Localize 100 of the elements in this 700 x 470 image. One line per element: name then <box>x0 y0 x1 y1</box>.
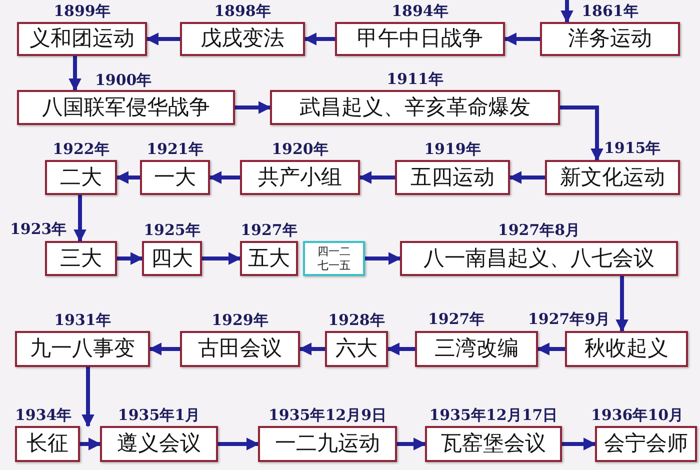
event-label: 九一八事变 <box>30 337 135 361</box>
year-label: 1935年12月17日 <box>429 408 558 423</box>
event-box <box>15 426 80 462</box>
event-label: 六大 <box>336 337 378 361</box>
arrow <box>560 0 574 24</box>
arrow <box>80 438 102 450</box>
event-box <box>45 241 117 276</box>
event-box <box>335 22 505 56</box>
event-box <box>142 241 202 276</box>
event-box <box>180 22 305 56</box>
event-label: 二大 <box>60 166 102 190</box>
event-box <box>545 160 680 195</box>
year-label: 1921年 <box>146 142 204 157</box>
event-box <box>17 90 235 125</box>
year-label: 1927年8月 <box>498 223 580 238</box>
event-label: 戊戌变法 <box>200 27 284 51</box>
arrow <box>235 101 272 114</box>
event-box <box>400 241 678 276</box>
event-box <box>395 160 510 195</box>
year-label: 1900年 <box>95 73 152 88</box>
event-box <box>240 241 298 276</box>
year-label: 1920年 <box>272 142 328 157</box>
arrow <box>304 32 335 46</box>
event-label: 一大 <box>154 166 196 190</box>
event-label: 一二九运动 <box>275 432 380 456</box>
arrow <box>616 276 628 332</box>
year-label: 1925年 <box>144 223 200 238</box>
year-label: 1922年 <box>52 142 110 157</box>
arrow <box>146 32 180 46</box>
arrow <box>397 438 426 450</box>
arrow <box>202 252 242 265</box>
year-label: 1927年9月 <box>528 312 610 327</box>
year-label: 1935年1月 <box>118 408 200 423</box>
event-box <box>425 426 562 462</box>
year-label: 1929年 <box>212 313 268 328</box>
date-box <box>303 241 365 276</box>
event-box <box>415 331 538 367</box>
event-box <box>565 331 688 367</box>
event-label: 五四运动 <box>410 166 494 190</box>
arrow <box>148 342 180 356</box>
event-label: 七一五 <box>318 258 350 272</box>
arrow <box>82 367 94 428</box>
year-label: 1936年10月 <box>591 408 684 423</box>
year-label: 1935年12月9日 <box>268 408 387 423</box>
arrow <box>358 171 395 184</box>
event-label: 义和团运动 <box>30 27 134 51</box>
event-label: 共产小组 <box>258 166 342 190</box>
arrow <box>504 32 540 46</box>
arrow <box>298 342 325 356</box>
year-label: 1899年 <box>54 4 110 19</box>
event-label: 三大 <box>60 246 102 270</box>
event-label: 古田会议 <box>198 337 282 361</box>
year-label: 1928年 <box>328 313 385 328</box>
arrow <box>68 56 82 92</box>
event-box <box>270 90 560 125</box>
event-box <box>100 426 218 462</box>
event-box <box>17 22 147 56</box>
event-box <box>240 160 360 195</box>
event-label: 三湾改编 <box>434 337 518 361</box>
arrow <box>208 171 240 184</box>
arrow <box>117 252 144 265</box>
year-label: 1927年 <box>240 223 298 238</box>
event-label: 八一南昌起义、八七会议 <box>424 246 654 270</box>
arrow <box>218 438 260 450</box>
event-box <box>15 331 150 367</box>
event-label: 新文化运动 <box>560 166 665 190</box>
event-box <box>325 331 388 367</box>
year-label: 1915年 <box>604 141 661 156</box>
arrow <box>562 438 596 450</box>
year-label: 1934年 <box>15 408 72 423</box>
event-label: 长征 <box>26 432 68 456</box>
event-box <box>258 426 397 462</box>
event-box <box>140 160 210 195</box>
event-label: 五大 <box>248 246 290 270</box>
arrow <box>74 195 86 242</box>
year-label: 1923年 <box>10 222 67 237</box>
year-label: 1898年 <box>214 4 271 19</box>
arrow <box>508 171 545 184</box>
arrow <box>386 342 415 356</box>
arrow <box>365 252 402 265</box>
event-label: 秋收起义 <box>584 337 668 361</box>
event-box <box>540 22 680 56</box>
event-label: 四一二 <box>318 245 350 258</box>
event-label: 甲午中日战争 <box>357 27 483 51</box>
arrow <box>116 171 140 184</box>
event-label: 四大 <box>151 246 193 270</box>
event-label: 会宁会师 <box>604 432 688 456</box>
event-box <box>180 331 300 367</box>
event-box <box>595 426 697 462</box>
event-label: 瓦窑堡会议 <box>441 432 546 456</box>
year-label: 1861年 <box>582 4 638 19</box>
year-label: 1931年 <box>54 313 111 328</box>
year-label: 1894年 <box>392 4 448 19</box>
arrow <box>536 342 565 356</box>
event-box <box>45 160 117 195</box>
year-label: 1911年 <box>386 72 444 87</box>
event-label: 八国联军侵华战争 <box>42 96 210 120</box>
event-label: 武昌起义、辛亥革命爆发 <box>300 96 530 120</box>
event-label: 洋务运动 <box>568 27 652 51</box>
year-label: 1919年 <box>424 142 481 157</box>
